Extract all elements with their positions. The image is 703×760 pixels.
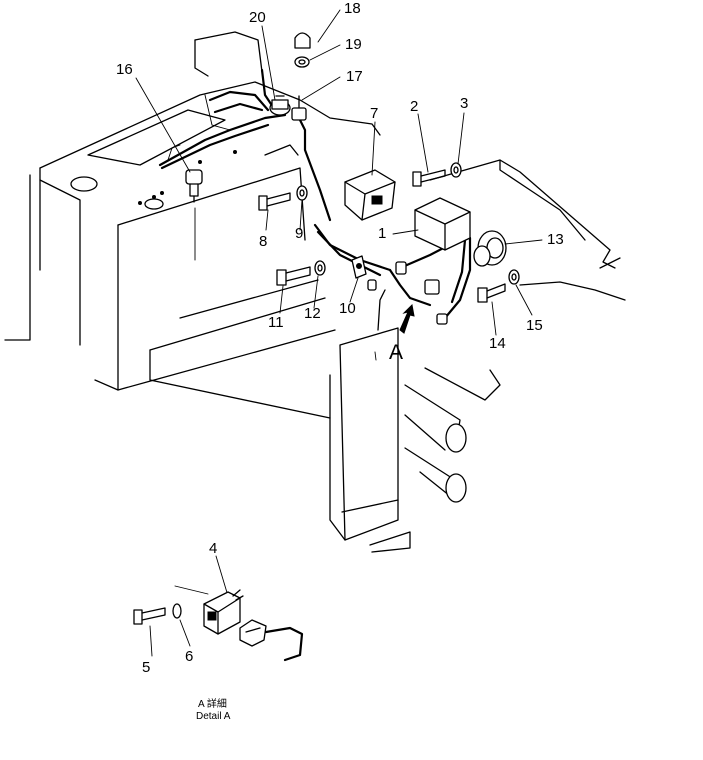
label-part-4: 4 bbox=[209, 540, 217, 557]
label-part-2: 2 bbox=[410, 98, 418, 115]
component-17 bbox=[291, 95, 307, 121]
leader-lines bbox=[135, 9, 543, 336]
component-18 bbox=[294, 32, 311, 49]
component-13 bbox=[473, 230, 507, 267]
label-part-7: 7 bbox=[370, 105, 378, 122]
bolt-8 bbox=[258, 192, 291, 211]
label-part-1: 1 bbox=[378, 225, 386, 242]
label-part-11: 11 bbox=[268, 314, 284, 331]
component-19 bbox=[294, 56, 310, 68]
label-part-17: 17 bbox=[346, 68, 363, 85]
bolt-14 bbox=[477, 283, 506, 303]
label-part-6: 6 bbox=[185, 648, 193, 665]
detail-a-view bbox=[133, 555, 304, 662]
label-part-16: 16 bbox=[116, 61, 133, 78]
label-part-13: 13 bbox=[547, 231, 564, 248]
label-part-9: 9 bbox=[295, 225, 303, 242]
view-marker-a: A bbox=[389, 341, 403, 364]
label-part-19: 19 bbox=[345, 36, 362, 53]
detail-caption-ja: A 詳細 bbox=[198, 697, 227, 710]
component-7 bbox=[344, 169, 396, 221]
washer-15 bbox=[508, 269, 520, 285]
machine-frame bbox=[4, 31, 626, 553]
view-arrow-a bbox=[374, 303, 415, 361]
label-part-20: 20 bbox=[249, 9, 266, 26]
label-part-5: 5 bbox=[142, 659, 150, 676]
washer-3 bbox=[450, 162, 462, 178]
component-20 bbox=[269, 95, 291, 116]
detail-caption-en: Detail A bbox=[196, 711, 231, 722]
part-labels: 20 18 19 17 16 7 2 3 1 13 8 9 11 12 10 1… bbox=[116, 0, 564, 722]
harness-connectors bbox=[367, 261, 448, 325]
component-16 bbox=[185, 169, 203, 203]
label-part-15: 15 bbox=[526, 317, 543, 334]
label-part-8: 8 bbox=[259, 233, 267, 250]
component-10 bbox=[351, 255, 367, 279]
pipes bbox=[404, 367, 501, 503]
washer-12 bbox=[314, 260, 326, 276]
bolt-2 bbox=[412, 169, 446, 187]
label-part-3: 3 bbox=[460, 95, 468, 112]
label-part-12: 12 bbox=[304, 305, 321, 322]
bolt-11 bbox=[276, 266, 311, 286]
label-part-10: 10 bbox=[339, 300, 356, 317]
washer-9 bbox=[296, 185, 308, 201]
component-1 bbox=[414, 197, 471, 251]
label-part-14: 14 bbox=[489, 335, 506, 352]
label-part-18: 18 bbox=[344, 0, 361, 17]
